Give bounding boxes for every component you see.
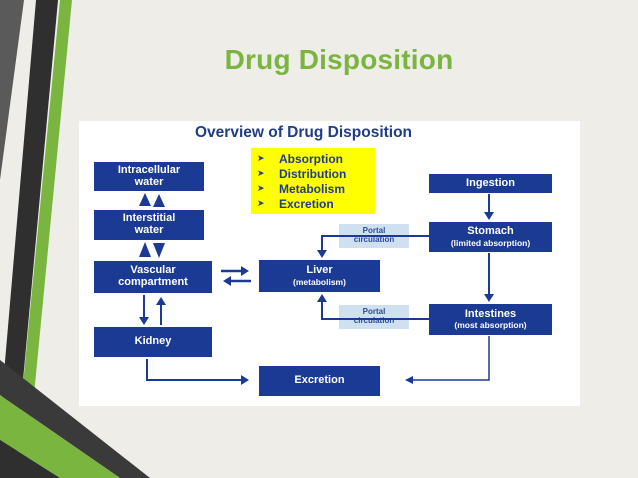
box-label: compartment [118,276,188,288]
portal-circulation-bottom: Portal circulation [339,305,409,329]
phase-label: Absorption [279,151,343,166]
box-label: water [134,175,164,188]
box-ingestion: Ingestion [429,174,552,193]
box-sublabel: (limited absorption) [450,237,531,248]
phase-item: ➤ Metabolism [257,181,375,196]
drug-disposition-diagram: Overview of Drug Disposition ➤ Absorption… [79,121,580,406]
arrow-vascular-kidney [139,295,166,325]
box-intestines: Intestines (most absorption) [429,304,552,335]
arrow-kidney-excretion [146,359,249,385]
arrow-stomach-liver [317,235,429,258]
arrow-right-icon: ➤ [257,153,265,163]
portal-label: circulation [353,235,395,244]
box-liver: Liver (metabolism) [259,260,380,292]
arrow-stomach-intestines [484,253,494,302]
arrow-right-icon: ➤ [257,183,265,193]
arrow-intestines-liver [317,294,429,320]
arrow-intestines-excretion [405,336,490,384]
diagram-arrows [139,193,494,385]
portal-label: Portal [362,226,386,236]
box-label: Interstitial [122,212,176,225]
box-label: Excretion [294,374,345,387]
box-label: Liver [306,264,333,277]
box-label: Intestines [464,307,517,320]
phase-label: Metabolism [279,181,346,196]
phase-item: ➤ Distribution [257,166,375,181]
box-excretion: Excretion [259,366,380,396]
phase-item: ➤ Absorption [257,151,375,166]
box-intracellular-water: Intracellular water [94,162,204,191]
arrow-ingestion-stomach [484,194,494,220]
portal-label: circulation [353,316,395,325]
box-vascular-compartment: Vascular compartment [94,261,212,293]
box-stomach: Stomach (limited absorption) [429,222,552,252]
phase-item: ➤ Excretion [257,196,375,211]
arrow-vascular-liver [221,266,251,286]
box-label: Vascular [130,264,176,277]
box-label: water [134,224,164,236]
box-label: Intracellular [117,163,181,176]
arrow-intracellular-interstitial [139,193,165,207]
box-interstitial-water: Interstitial water [94,210,204,240]
box-sublabel: (metabolism) [293,276,346,287]
phase-label: Distribution [279,166,347,181]
box-sublabel: (most absorption) [454,320,527,331]
portal-label: Portal [362,307,386,317]
box-label: Stomach [467,225,514,238]
slide-title: Drug Disposition [224,44,454,75]
arrow-right-icon: ➤ [257,198,265,208]
box-label: Kidney [134,335,172,348]
phase-list: ➤ Absorption ➤ Distribution ➤ Metabolism ➤ E… [251,148,375,214]
arrow-interstitial-vascular [139,242,165,258]
box-kidney: Kidney [94,327,212,357]
box-label: Ingestion [466,176,515,189]
arrow-right-icon: ➤ [257,168,265,178]
phase-label: Excretion [279,196,334,211]
diagram-heading: Overview of Drug Disposition [195,124,413,141]
